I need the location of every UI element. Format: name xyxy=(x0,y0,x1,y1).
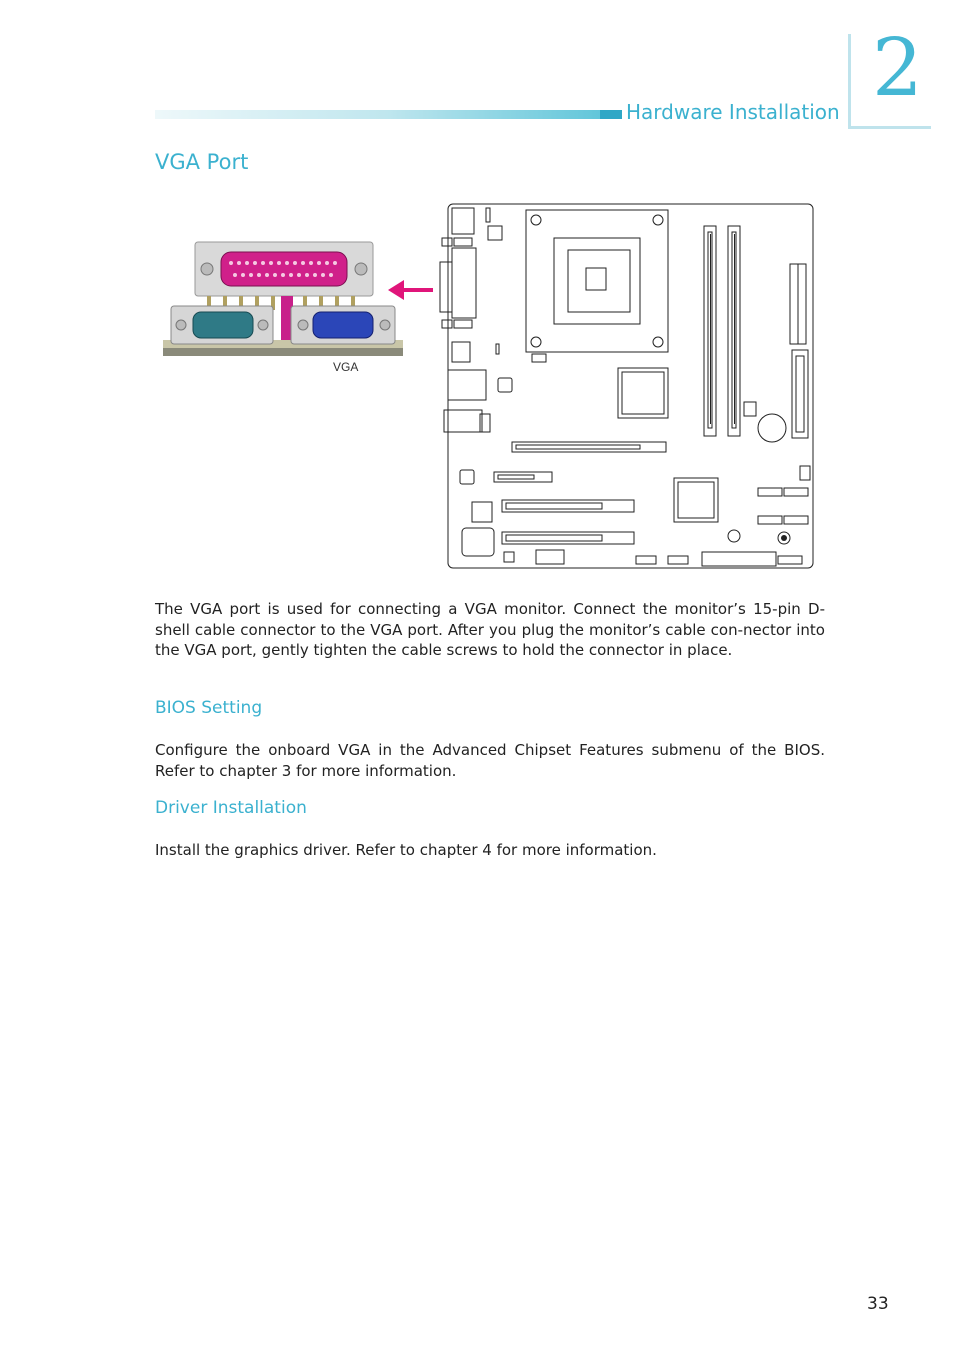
header-rule-cap xyxy=(600,110,622,119)
header-title: Hardware Installation xyxy=(626,100,840,124)
io-connectors-photo xyxy=(163,241,403,356)
chapter-number: 2 xyxy=(872,21,923,114)
pointer-arrow-icon xyxy=(388,280,433,300)
bios-setting-heading: BIOS Setting xyxy=(155,698,263,718)
header-rule xyxy=(155,110,620,119)
intro-paragraph: The VGA port is used for connecting a VG… xyxy=(155,600,825,659)
section-title: VGA Port xyxy=(155,150,249,174)
chapter-tab xyxy=(848,34,931,129)
driver-installation-heading: Driver Installation xyxy=(155,798,307,818)
motherboard-diagram xyxy=(439,203,814,569)
bios-setting-paragraph: Configure the onboard VGA in the Advance… xyxy=(155,741,825,780)
page-number: 33 xyxy=(867,1294,889,1314)
vga-photo-label: VGA xyxy=(333,360,359,374)
driver-installation-paragraph: Install the graphics driver. Refer to ch… xyxy=(155,841,657,859)
